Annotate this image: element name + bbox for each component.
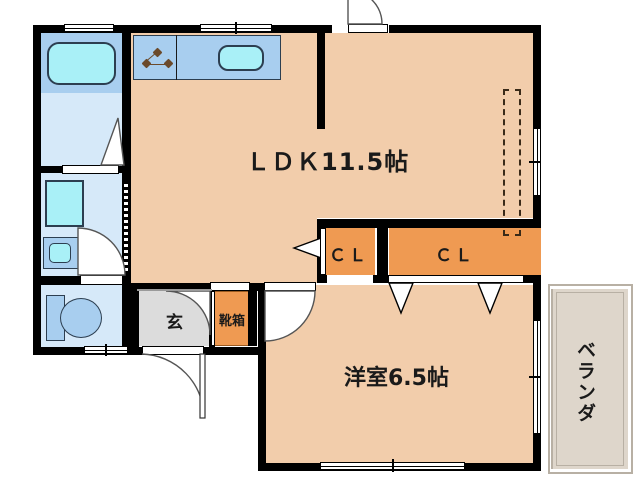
wall-right-ldk-lower: [533, 196, 541, 228]
door-arc-ldk-hall: [165, 290, 211, 336]
wall-bottom-left-block: [33, 347, 128, 355]
door-arc-washroom: [77, 227, 126, 276]
doorway-bedroom[interactable]: [264, 282, 316, 291]
closet-large-fold-marker: [476, 282, 504, 315]
wall-below-closet-large: [523, 275, 541, 283]
label-shoebox: 靴箱: [219, 314, 246, 329]
door-arc-ldk-top: [347, 0, 383, 25]
wall-bath-washroom-divider: [33, 166, 63, 173]
room-ldk-lower: [131, 218, 317, 283]
wall-left-outer: [33, 25, 41, 355]
veranda-outer-edge: [548, 284, 633, 474]
kitchen-counter-divider: [176, 35, 177, 80]
label-closet-small: ＣＬ: [329, 246, 369, 266]
closet-small-door-band[interactable]: [320, 228, 326, 275]
fixture-shoebox: [214, 291, 250, 346]
label-closet-large: ＣＬ: [435, 246, 475, 266]
label-genkan: 玄: [166, 313, 183, 333]
toilet-icon: [60, 298, 102, 338]
veranda-floor: [556, 292, 624, 466]
window-bath-top: [64, 24, 114, 32]
label-bedroom: 洋室6.5帖: [344, 366, 449, 391]
doorway-entrance[interactable]: [142, 346, 204, 355]
wall-genkan-bottom-left: [131, 347, 143, 355]
doorway-bath[interactable]: [62, 165, 119, 174]
kitchen-sink-icon: [218, 45, 264, 71]
wall-top-right: [389, 25, 541, 33]
wall-water-right-3: [122, 276, 131, 355]
wall-left-bedroom: [258, 283, 266, 471]
shoebox-door-line[interactable]: [211, 291, 215, 346]
door-arc-bedroom: [264, 290, 316, 342]
sliding-door-washroom[interactable]: [124, 181, 128, 273]
doorway-ldk[interactable]: [210, 282, 250, 291]
stove-link-2: [147, 64, 171, 65]
door-arc-bath: [100, 117, 125, 166]
wall-right-bedroom-lower: [533, 434, 541, 471]
wall-genkan-left: [131, 283, 139, 355]
wall-below-closet-small: [317, 275, 327, 283]
wall-genkan-bottom-right: [203, 347, 265, 355]
door-arc-entrance: [141, 353, 206, 419]
room-bedroom: [265, 285, 541, 463]
wall-top-left: [33, 25, 332, 33]
genkan-step-line: [137, 289, 212, 291]
wall-kitchen-partition: [317, 25, 325, 129]
wall-bath-washroom-divider-right: [118, 166, 131, 173]
veranda-rail-line: [551, 289, 553, 469]
bathtub-icon: [47, 42, 116, 85]
wall-right-bedroom-upper: [533, 276, 541, 320]
closet-small-fold-marker: [387, 282, 415, 315]
dashed-storage-icon: [503, 89, 521, 236]
wall-ldk-bottom-left: [131, 283, 211, 291]
wall-genkan-right: [248, 283, 257, 346]
window-ldk-right-center-mark: [529, 161, 541, 163]
wall-ldk-bottom-mid: [248, 283, 266, 291]
wall-washroom-toilet-divider: [33, 276, 81, 285]
label-ldk: ＬＤＫ11.5帖: [246, 148, 410, 176]
window-bedroom-veranda-center-mark: [529, 376, 541, 378]
wash-basin-icon: [49, 243, 71, 263]
wall-water-right: [122, 25, 131, 173]
window-bedroom-bottom-center-mark: [392, 459, 394, 472]
label-veranda: ベランダ: [574, 340, 596, 424]
window-kitchen-center-mark: [235, 22, 237, 34]
closet-large-door-band[interactable]: [388, 275, 524, 283]
wall-above-closets: [317, 219, 541, 228]
wall-washroom-toilet-divider-right: [122, 276, 131, 285]
wall-below-closet-between: [373, 275, 392, 283]
room-closet-small: [325, 228, 375, 275]
wall-right-ldk-upper: [533, 25, 541, 128]
washing-machine-icon: [45, 180, 84, 227]
wall-between-closets: [377, 219, 388, 277]
window-toilet-center-mark: [105, 344, 107, 356]
